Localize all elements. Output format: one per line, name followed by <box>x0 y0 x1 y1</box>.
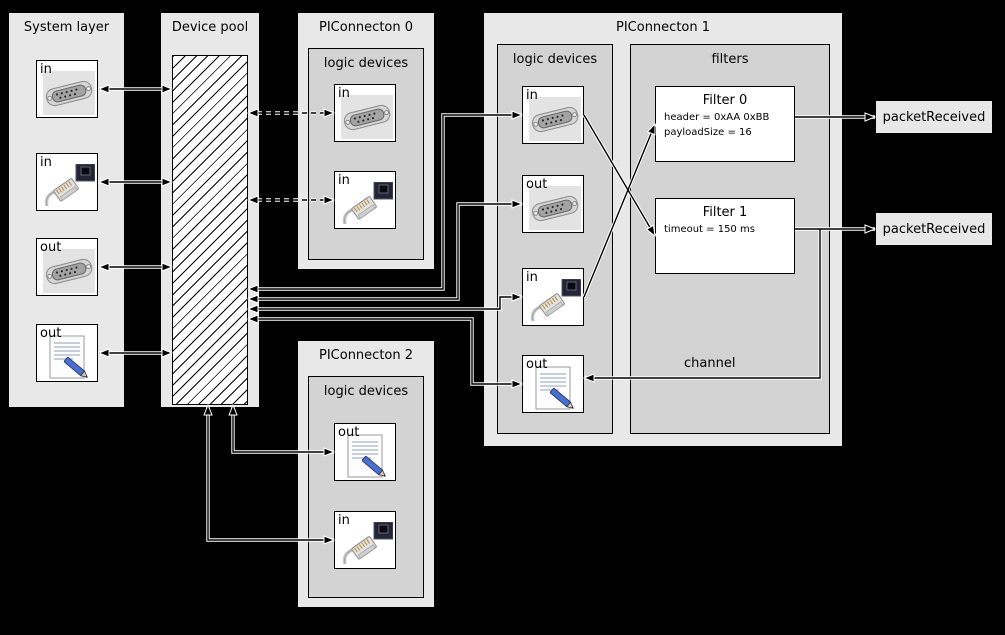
system-device-in-ethernet: in <box>36 153 98 211</box>
filter-title: Filter 0 <box>702 93 748 108</box>
filter-1: Filter 1 timeout = 150 ms <box>655 198 795 274</box>
system-layer-title: System layer <box>23 20 110 35</box>
device-direction-label: in <box>526 270 538 285</box>
serial-connector-icon <box>529 186 581 230</box>
pic2-device-in-ethernet: in <box>334 511 396 569</box>
filter-title: Filter 1 <box>702 205 748 220</box>
piconnecton0-panel: PIConnecton 0 logic devices in in <box>297 12 435 270</box>
serial-connector-icon <box>529 97 581 141</box>
filter-param: timeout = 150 ms <box>664 224 755 235</box>
serial-connector-icon <box>43 71 95 115</box>
device-direction-label: out <box>526 357 548 372</box>
piconnecton2-panel: PIConnecton 2 logic devices out in <box>297 340 435 608</box>
piconnecton1-filters-panel: filters Filter 0 header = 0xAA 0xBB payl… <box>630 44 830 434</box>
packet-received-label: packetReceived <box>882 109 986 125</box>
channel-label: channel <box>684 356 736 371</box>
script-document-icon <box>529 366 581 410</box>
system-layer-panel: System layer in in out out <box>8 12 125 408</box>
serial-connector-icon <box>43 249 95 293</box>
packet-received-box-0: packetReceived <box>875 100 993 134</box>
device-direction-label: out <box>40 240 62 255</box>
filter-param: payloadSize = 16 <box>664 127 752 138</box>
pic0-device-in-ethernet: in <box>334 171 396 229</box>
filters-title: filters <box>711 52 749 67</box>
device-pool-hatch <box>172 55 248 405</box>
piconnecton0-title: PIConnecton 0 <box>318 20 414 35</box>
device-direction-label: in <box>338 513 350 528</box>
device-pool-title: Device pool <box>171 20 249 35</box>
filter-param: header = 0xAA 0xBB <box>664 112 770 123</box>
piconnecton0-logic-devices-panel: logic devices in in <box>308 48 424 260</box>
pic1-device-in-ethernet: in <box>522 268 584 326</box>
serial-connector-icon <box>341 95 393 139</box>
packet-received-label: packetReceived <box>882 221 986 237</box>
script-document-icon <box>43 335 95 379</box>
piconnecton2-logic-devices-panel: logic devices out in <box>308 376 424 598</box>
device-direction-label: in <box>40 155 52 170</box>
logic-devices-title: logic devices <box>512 52 598 67</box>
logic-devices-title: logic devices <box>323 384 409 399</box>
pic1-device-out-serial: out <box>522 175 584 233</box>
pic2-device-out-script: out <box>334 423 396 481</box>
device-pool-panel: Device pool <box>160 12 260 408</box>
piconnecton2-title: PIConnecton 2 <box>318 348 414 363</box>
pic0-device-in-serial: in <box>334 84 396 142</box>
wire-pool-pic1-in-ethernet <box>248 297 522 309</box>
device-direction-label: out <box>338 425 360 440</box>
device-direction-label: in <box>338 86 350 101</box>
ethernet-connector-icon <box>341 182 393 226</box>
logic-devices-title: logic devices <box>323 56 409 71</box>
system-device-out-serial: out <box>36 238 98 296</box>
ethernet-connector-icon <box>43 164 95 208</box>
filter-0: Filter 0 header = 0xAA 0xBB payloadSize … <box>655 86 795 162</box>
device-direction-label: in <box>526 88 538 103</box>
system-device-in-serial: in <box>36 60 98 118</box>
packet-received-box-1: packetReceived <box>875 212 993 246</box>
piconnecton1-title: PIConnecton 1 <box>615 20 711 35</box>
piconnecton1-panel: PIConnecton 1 logic devices in out in ou… <box>483 12 843 447</box>
script-document-icon <box>341 434 393 478</box>
device-direction-label: in <box>338 173 350 188</box>
pic1-device-in-serial: in <box>522 86 584 144</box>
device-direction-label: out <box>40 326 62 341</box>
ethernet-connector-icon <box>341 522 393 566</box>
device-direction-label: in <box>40 62 52 77</box>
piconnecton1-logic-devices-panel: logic devices in out in out <box>497 44 613 434</box>
device-direction-label: out <box>526 177 548 192</box>
system-device-out-script: out <box>36 324 98 382</box>
ethernet-connector-icon <box>529 279 581 323</box>
pic1-device-out-script: out <box>522 355 584 413</box>
